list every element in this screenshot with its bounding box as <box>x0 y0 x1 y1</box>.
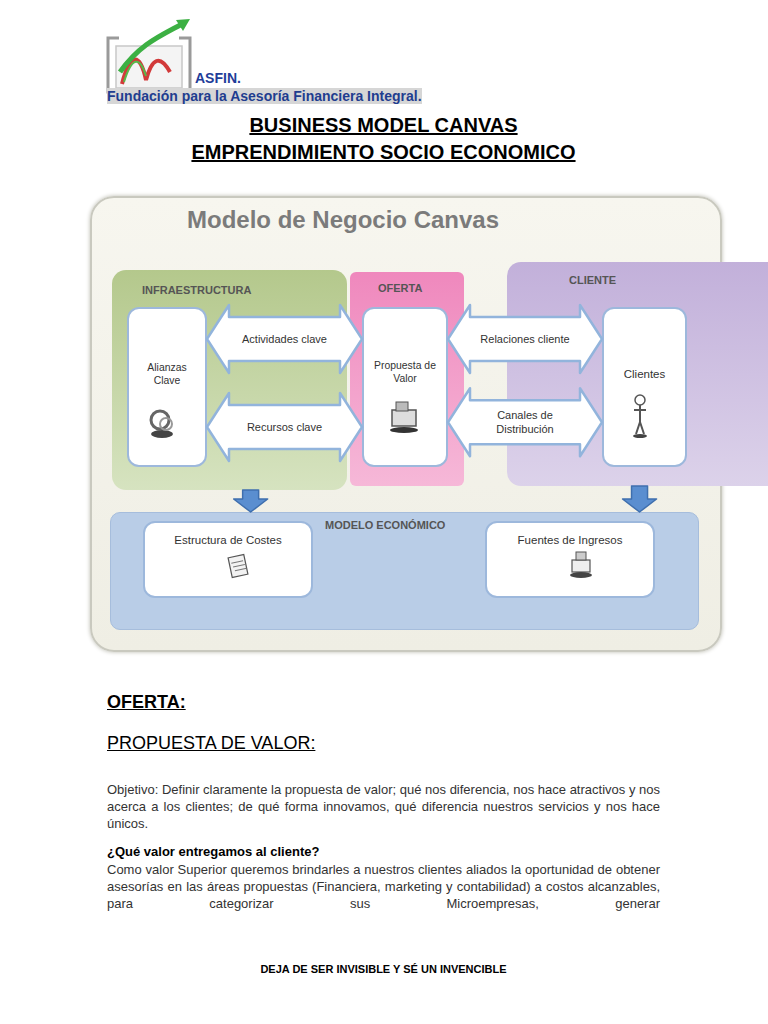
page-title: BUSINESS MODEL CANVAS <box>107 114 660 137</box>
value-icon <box>390 402 418 433</box>
region-heading: OFERTA <box>378 282 422 294</box>
org-acronym: ASFIN. <box>195 70 241 86</box>
block-label: Propuesta de Valor <box>364 359 446 385</box>
block-box: Alianzas Clave <box>127 307 207 467</box>
block-arrow <box>448 388 602 456</box>
revenue-icon <box>570 552 592 578</box>
region-heading: MODELO ECONÓMICO <box>325 519 445 531</box>
block-label: Alianzas Clave <box>129 361 205 387</box>
offer-region: Propuesta de Valor OFERTA <box>350 272 464 486</box>
logo-arrowhead <box>176 19 190 31</box>
logo-bracket <box>108 38 119 92</box>
section-heading: OFERTA: <box>107 692 186 713</box>
block-box: Fuentes de Ingresos <box>485 521 655 598</box>
region-heading: Modelo de Negocio Canvas <box>187 206 499 234</box>
client-region: Clientes CLIENTE <box>507 262 768 486</box>
alliance-icon <box>151 411 173 438</box>
region-heading: CLIENTE <box>569 274 616 286</box>
body-paragraph: Objetivo: Definir claramente la propuest… <box>107 781 660 832</box>
economic-band: Estructura de Costes Fuentes de Ingresos M… <box>110 512 699 630</box>
arrow-label: Actividades clave <box>235 332 335 346</box>
block-box: Propuesta de Valor <box>362 307 448 467</box>
region-heading: INFRAESTRUCTURA <box>142 284 251 296</box>
logo-bracket <box>179 38 190 92</box>
client-icon <box>633 395 647 438</box>
body-paragraph: Como valor Superior queremos brindarles … <box>107 861 660 912</box>
arrow-label: Relaciones cliente <box>475 332 575 346</box>
block-arrow <box>207 393 362 461</box>
footer-slogan: DEJA DE SER INVISIBLE Y SÉ UN INVENCIBLE <box>107 963 660 975</box>
arrow-label: Canales de Distribución <box>475 408 575 437</box>
subsection-heading: PROPUESTA DE VALOR: <box>107 733 315 754</box>
block-arrow <box>448 305 602 373</box>
down-arrow <box>234 490 268 512</box>
block-label: Clientes <box>620 367 670 381</box>
page-subtitle: EMPRENDIMIENTO SOCIO ECONOMICO <box>107 141 660 164</box>
question-heading: ¿Qué valor entregamos al cliente? <box>107 844 319 859</box>
block-box: Clientes <box>602 307 687 467</box>
block-label: Fuentes de Ingresos <box>514 533 627 547</box>
logo-arrow <box>120 24 182 72</box>
arrow-label: Recursos clave <box>235 420 335 434</box>
cost-icon <box>228 555 248 578</box>
down-arrow <box>623 486 657 512</box>
org-name: Fundación para la Asesoría Financiera In… <box>107 88 422 104</box>
block-arrow <box>207 305 362 373</box>
block-label: Estructura de Costes <box>170 533 285 547</box>
